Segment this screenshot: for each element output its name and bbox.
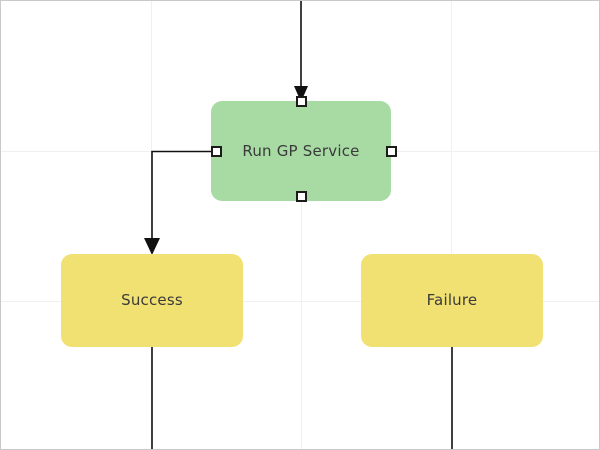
handle-bottom-run-gp-service[interactable] [295, 190, 307, 202]
edge-run-gp-service-to-success[interactable] [144, 150, 215, 256]
node-label: Run GP Service [242, 141, 360, 160]
handle-right-run-gp-service[interactable] [385, 145, 397, 157]
node-label: Success [121, 291, 183, 309]
node-label: Failure [426, 291, 478, 309]
node-run-gp-service[interactable]: Run GP Service [211, 101, 391, 201]
handle-top-run-gp-service[interactable] [295, 95, 307, 107]
edge-incoming-top[interactable] [294, 1, 308, 102]
node-success[interactable]: Success [61, 254, 243, 347]
handle-left-run-gp-service[interactable] [210, 145, 222, 157]
node-failure[interactable]: Failure [361, 254, 543, 347]
